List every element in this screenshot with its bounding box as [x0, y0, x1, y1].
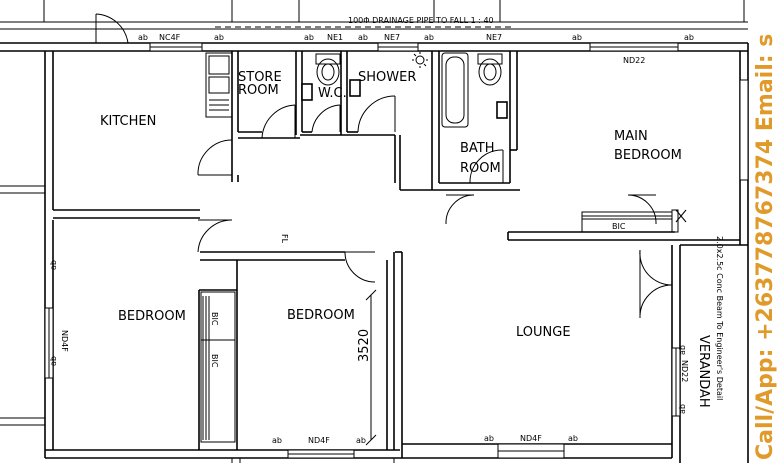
window-code-nd22-top: ND22 [623, 56, 645, 65]
labels: 100Φ DRAINAGE PIPE TO FALL 1 : 40 KITCHE… [49, 16, 724, 445]
room-label-store-1: STORE [238, 70, 282, 85]
beam-note: 2.0x2.5c Conc Beam To Engineer's Detail [715, 236, 724, 400]
ab-11: ab [356, 436, 366, 445]
ab-4: ab [358, 33, 368, 42]
window-code-nd4f-bottom: ND4F [520, 434, 542, 443]
ab-13: ab [568, 434, 578, 443]
ab-7: ab [684, 33, 694, 42]
fixtures [205, 52, 687, 446]
room-label-main-bedroom-1: MAIN [614, 129, 648, 144]
window-code-nd22-right: ND22 [680, 360, 689, 382]
room-label-wc: W.C. [318, 86, 347, 101]
room-label-bedroom-mid: BEDROOM [287, 308, 355, 323]
room-label-lounge: LOUNGE [516, 325, 571, 340]
window-code-nd4f-left: ND4F [60, 330, 69, 352]
bic-label-left-2: BIC [210, 354, 219, 368]
window-code-nc4f: NC4F [159, 33, 181, 42]
ab-8: ab [49, 260, 58, 270]
internal-walls [53, 51, 740, 458]
external-walls [0, 42, 749, 463]
floor-level-label: FL [280, 234, 289, 244]
ab-5: ab [424, 33, 434, 42]
room-label-bedroom-left: BEDROOM [118, 309, 186, 324]
contact-watermark: Call/App: +263778767374 Email: s [753, 34, 778, 460]
ab-12: ab [484, 434, 494, 443]
room-label-main-bedroom-2: BEDROOM [614, 148, 682, 163]
window-code-ne7a: NE7 [384, 33, 400, 42]
ab-3: ab [304, 33, 314, 42]
window-code-nd4f-mid: ND4F [308, 436, 330, 445]
dimension-3520: 3520 [357, 329, 372, 362]
ab-6: ab [572, 33, 582, 42]
site-lines [0, 0, 748, 30]
room-label-shower: SHOWER [358, 70, 416, 85]
room-label-verandah: VERANDAH [696, 335, 711, 408]
room-label-bath-2: ROOM [460, 161, 501, 176]
bic-label-main: BIC [612, 222, 626, 231]
ab-1: ab [138, 33, 148, 42]
bic-label-left-1: BIC [210, 312, 219, 326]
room-label-bath-1: BATH [460, 141, 495, 156]
room-label-store-2: ROOM [238, 83, 279, 98]
window-code-ne1: NE1 [327, 33, 343, 42]
doors [95, 13, 673, 319]
window-code-ne7b: NE7 [486, 33, 502, 42]
ab-2: ab [214, 33, 224, 42]
ab-14: ab [678, 345, 687, 355]
ab-9: ab [49, 356, 58, 366]
ab-15: ab [678, 404, 687, 414]
drainage-note: 100Φ DRAINAGE PIPE TO FALL 1 : 40 [348, 16, 494, 25]
room-label-kitchen: KITCHEN [100, 114, 156, 129]
ab-10: ab [272, 436, 282, 445]
windows [44, 42, 749, 459]
